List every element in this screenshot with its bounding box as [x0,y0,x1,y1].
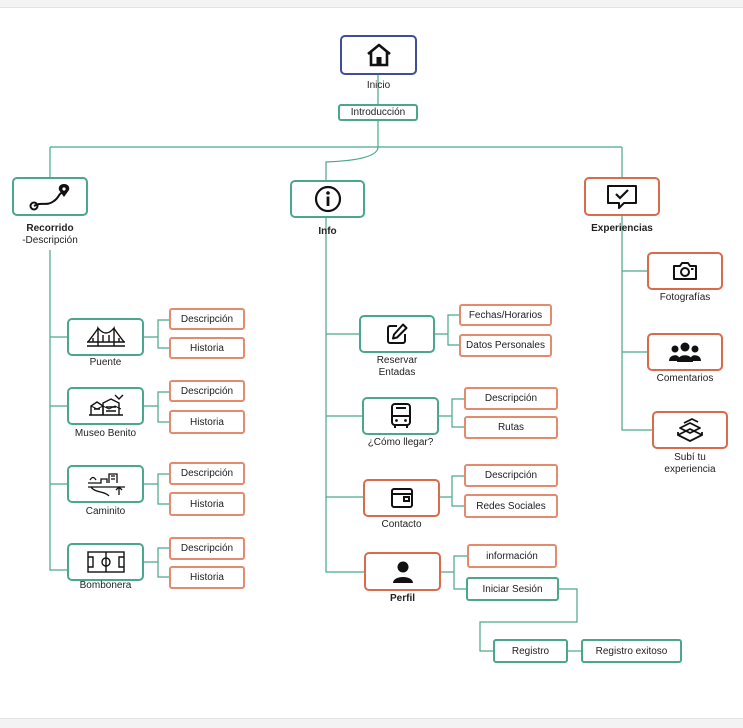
puente-historia-pill[interactable]: Historia [169,337,245,359]
chat-check-icon [607,184,637,209]
connector [49,250,67,571]
home-label: Inicio [366,80,391,91]
reservar-fechas-pill[interactable]: Fechas/Horarios [459,304,552,326]
bombonera-descripcion-pill[interactable]: Descripción [169,537,245,560]
books-icon [677,418,703,442]
connector [435,314,459,346]
connector [144,547,169,578]
home-node[interactable] [340,35,417,75]
intro-pill[interactable]: Introducción [338,104,418,121]
connector [144,473,169,505]
connector [441,555,467,590]
puente-node[interactable] [67,318,144,356]
recorrido-title: Recorrido [26,223,74,234]
contacto-descripcion-pill[interactable]: Descripción [464,464,558,487]
museo-label: Museo Benito [74,428,137,439]
info-title: Info [318,226,337,237]
info-node[interactable] [290,180,365,218]
contacto-redes-pill[interactable]: Redes Sociales [464,494,558,518]
perfil-iniciar-sesion-pill[interactable]: Iniciar Sesión [466,577,559,601]
recorrido-subtitle: -Descripción [22,235,78,246]
caminito-label: Caminito [85,506,126,517]
perfil-informacion-pill[interactable]: información [467,544,557,568]
reservar-datos-pill[interactable]: Datos Personales [459,334,552,357]
bus-icon [390,403,411,428]
connector [325,146,379,180]
camera-icon [673,262,697,280]
como-rutas-pill[interactable]: Rutas [464,416,558,439]
museo-node[interactable] [67,387,144,425]
caminito-historia-pill[interactable]: Historia [169,492,245,516]
user-icon [392,561,413,583]
home-icon [366,43,391,67]
experiencias-node[interactable] [584,177,660,216]
recorrido-node[interactable] [12,177,88,216]
subi-label-1: Subí tu [674,452,706,463]
route-icon [29,183,70,210]
puente-descripcion-pill[interactable]: Descripción [169,308,245,330]
perfil-label: Perfil [389,593,415,604]
subi-experiencia-node[interactable] [652,411,728,449]
caminito-node[interactable] [67,465,144,503]
como-llegar-node[interactable] [362,397,439,435]
connector [621,216,652,431]
connector [325,218,364,573]
contacto-node[interactable] [363,479,440,517]
caminito-descripcion-pill[interactable]: Descripción [169,462,245,485]
connector [440,475,464,507]
edit-icon [387,323,408,344]
como-llegar-label: ¿Cómo llegar? [367,437,434,448]
connector [144,319,169,349]
reservar-node[interactable] [359,315,435,353]
subi-label-2: experiencia [664,464,716,475]
perfil-node[interactable] [364,552,441,591]
museo-descripcion-pill[interactable]: Descripción [169,380,245,402]
caminito-icon [87,473,125,497]
fotografias-label: Fotografías [659,292,711,303]
info-icon [314,185,341,213]
window-icon [390,488,413,508]
museum-icon [88,394,123,416]
contacto-label: Contacto [381,519,422,530]
registro-pill[interactable]: Registro [493,639,568,663]
connector [479,588,578,652]
connector [439,398,464,428]
museo-historia-pill[interactable]: Historia [169,410,245,434]
experiencias-title: Experiencias [591,223,653,234]
bombonera-node[interactable] [67,543,144,581]
connector [144,391,169,423]
bridge-icon [86,326,125,347]
bombonera-label: Bombonera [79,580,132,591]
group-icon [669,342,701,362]
canvas-top-bar [0,0,743,8]
puente-label: Puente [89,357,122,368]
fotografias-node[interactable] [647,252,723,290]
canvas-bottom-bar [0,718,743,728]
comentarios-node[interactable] [647,333,723,371]
reservar-label-1: Reservar [376,355,418,366]
registro-exitoso-pill[interactable]: Registro exitoso [581,639,682,663]
como-descripcion-pill[interactable]: Descripción [464,387,558,410]
comentarios-label: Comentarios [656,373,714,384]
bombonera-historia-pill[interactable]: Historia [169,566,245,589]
reservar-label-2: Entadas [378,367,416,378]
stadium-icon [86,551,125,573]
